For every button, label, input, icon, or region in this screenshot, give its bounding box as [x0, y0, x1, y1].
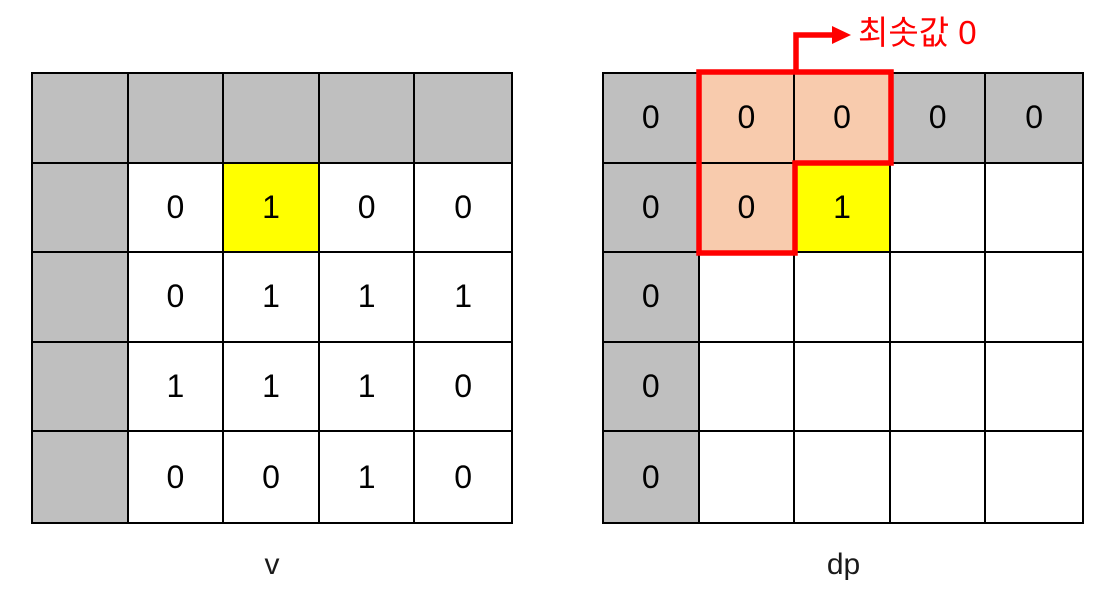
v-cell-r1c0 [33, 163, 129, 254]
v-cell-r1c3: 0 [319, 163, 416, 254]
v-cell-r2c4: 1 [415, 253, 511, 343]
dp-cell-r1c3 [890, 163, 987, 254]
dp-cell-r0c1: 0 [699, 74, 796, 164]
dp-cell-r4c1 [699, 432, 796, 522]
dp-cell-r4c4 [986, 432, 1082, 522]
v-cell-r3c1: 1 [128, 342, 225, 433]
v-cell-r0c0 [33, 74, 129, 164]
dp-cell-r3c4 [986, 342, 1082, 433]
matrix-dp-label: dp [826, 548, 861, 581]
v-cell-r1c2: 1 [224, 163, 320, 254]
dp-cell-r0c2: 0 [795, 74, 891, 164]
min-value-annotation: 최솟값 0 [858, 14, 977, 51]
dp-cell-r3c0: 0 [604, 342, 700, 433]
v-cell-r4c1: 0 [128, 432, 225, 522]
dp-cell-r3c1 [699, 342, 796, 433]
v-cell-r0c3 [319, 74, 416, 164]
v-cell-r0c4 [415, 74, 511, 164]
v-cell-r0c1 [128, 74, 225, 164]
dp-cell-r0c0: 0 [604, 74, 700, 164]
dp-cell-r3c3 [890, 342, 987, 433]
dp-cell-r1c2: 1 [795, 163, 891, 254]
dp-cell-r1c1: 0 [699, 163, 796, 254]
v-cell-r3c4: 0 [415, 342, 511, 433]
matrix-v-label: v [264, 548, 280, 581]
v-cell-r4c3: 1 [319, 432, 416, 522]
v-cell-r3c0 [33, 342, 129, 433]
v-cell-r2c0 [33, 253, 129, 343]
dp-cell-r2c1 [699, 253, 796, 343]
v-cell-r4c4: 0 [415, 432, 511, 522]
dp-cell-r4c2 [795, 432, 891, 522]
dp-cell-r3c2 [795, 342, 891, 433]
v-cell-r2c1: 0 [128, 253, 225, 343]
dp-cell-r0c4: 0 [986, 74, 1082, 164]
dp-cell-r4c0: 0 [604, 432, 700, 522]
dp-cell-r2c3 [890, 253, 987, 343]
dp-cell-r2c0: 0 [604, 253, 700, 343]
v-cell-r0c2 [224, 74, 320, 164]
arrow-icon [793, 26, 851, 70]
v-cell-r2c2: 1 [224, 253, 320, 343]
dp-cell-r2c4 [986, 253, 1082, 343]
dp-cell-r1c0: 0 [604, 163, 700, 254]
dp-cell-r1c4 [986, 163, 1082, 254]
v-cell-r1c4: 0 [415, 163, 511, 254]
dp-cell-r2c2 [795, 253, 891, 343]
v-cell-r4c2: 0 [224, 432, 320, 522]
v-cell-r3c2: 1 [224, 342, 320, 433]
v-cell-r4c0 [33, 432, 129, 522]
dp-cell-r0c3: 0 [890, 74, 987, 164]
dp-cell-r4c3 [890, 432, 987, 522]
v-cell-r1c1: 0 [128, 163, 225, 254]
v-cell-r2c3: 1 [319, 253, 416, 343]
v-cell-r3c3: 1 [319, 342, 416, 433]
